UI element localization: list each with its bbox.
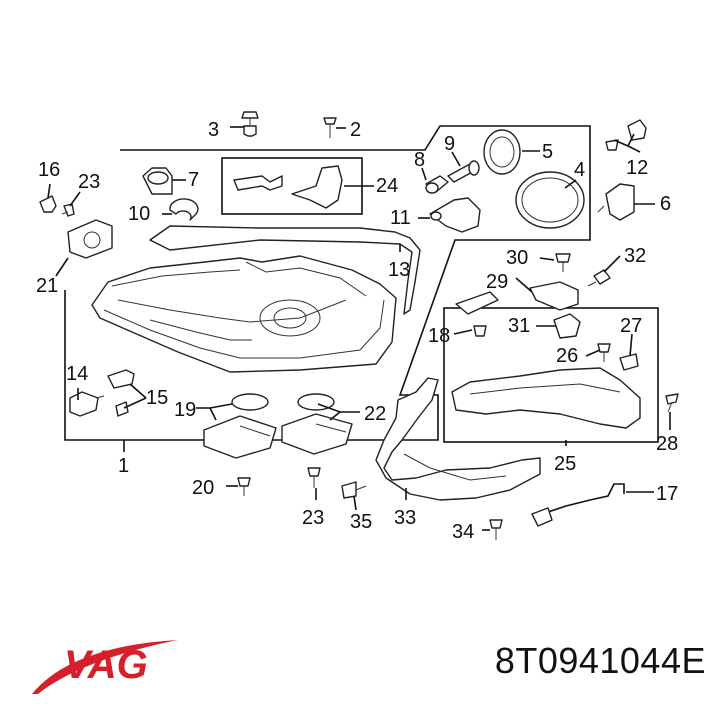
bulb-9 (447, 160, 480, 183)
leader-lines (47, 126, 671, 531)
callout-10: 10 (128, 203, 150, 225)
bolt-23-top (61, 203, 75, 217)
bulb-7 (142, 167, 173, 195)
bracket-24b (291, 165, 343, 209)
control-module-21 (67, 219, 113, 259)
callout-23-top: 23 (78, 171, 100, 193)
callout-26: 26 (556, 345, 578, 367)
callout-14: 14 (66, 363, 88, 385)
callout-23-bottom: 23 (302, 507, 324, 529)
ballast-22 (281, 393, 353, 455)
callout-19: 19 (174, 399, 196, 421)
bolt-20 (237, 477, 251, 496)
bracket-29 (529, 281, 579, 311)
callout-17: 17 (656, 483, 678, 505)
screw-26 (597, 343, 611, 362)
callout-9: 9 (444, 133, 455, 155)
callout-21: 21 (36, 275, 58, 297)
callout-34: 34 (452, 521, 474, 543)
screw-34 (489, 519, 503, 540)
callout-28: 28 (656, 433, 678, 455)
callout-3: 3 (208, 119, 219, 141)
callout-32: 32 (624, 245, 646, 267)
callout-6: 6 (660, 193, 671, 215)
callout-16: 16 (38, 159, 60, 181)
bracket-24a (233, 175, 283, 191)
part-number: 8T0941044E (494, 640, 706, 681)
callout-12: 12 (626, 157, 648, 179)
callout-18: 18 (428, 325, 450, 347)
screw-2 (323, 117, 337, 138)
bolt-30 (555, 253, 571, 272)
callout-13: 13 (388, 259, 410, 281)
bulb-holder-11 (429, 197, 481, 233)
callout-11: 11 (390, 207, 411, 229)
bolt-23-bottom (307, 467, 321, 488)
callout-7: 7 (188, 169, 199, 191)
cap-5 (483, 129, 521, 175)
bolt-32 (587, 269, 611, 287)
callout-5: 5 (542, 141, 553, 163)
callout-22: 22 (364, 403, 386, 425)
motor-14 (69, 391, 105, 417)
callout-20: 20 (192, 477, 214, 499)
adjuster-15 (107, 369, 135, 417)
callout-25: 25 (554, 453, 576, 475)
screw-3 (241, 111, 259, 137)
callout-30: 30 (506, 247, 528, 269)
callout-24: 24 (376, 175, 398, 197)
callout-1: 1 (118, 455, 129, 477)
callout-4: 4 (574, 159, 585, 181)
support-bracket-25 (451, 367, 641, 429)
headlamp-housing (91, 255, 397, 373)
screw-35 (341, 481, 367, 499)
sensor-17 (531, 483, 625, 527)
ballast-19 (203, 393, 277, 459)
nut-31 (553, 313, 581, 339)
callout-15: 15 (146, 387, 168, 409)
bulb-6 (597, 183, 635, 221)
trim-strip (149, 225, 421, 315)
callout-27: 27 (620, 315, 642, 337)
vag-logo: VAG (32, 640, 178, 694)
group-box-25 (443, 307, 659, 443)
screw-12 (605, 119, 647, 151)
nut-16 (39, 195, 57, 213)
clip-27 (619, 353, 639, 371)
logo-text: VAG (64, 643, 148, 687)
bulb-8 (425, 175, 449, 194)
callout-33: 33 (394, 507, 416, 529)
callout-29: 29 (486, 271, 508, 293)
bolt-28 (665, 393, 679, 413)
callout-2: 2 (350, 119, 361, 141)
actuator-18 (455, 291, 499, 337)
callout-35: 35 (350, 511, 372, 533)
callout-31: 31 (508, 315, 530, 337)
callout-8: 8 (414, 149, 425, 171)
mounting-bracket-33 (375, 377, 541, 501)
clip-10 (169, 198, 199, 221)
